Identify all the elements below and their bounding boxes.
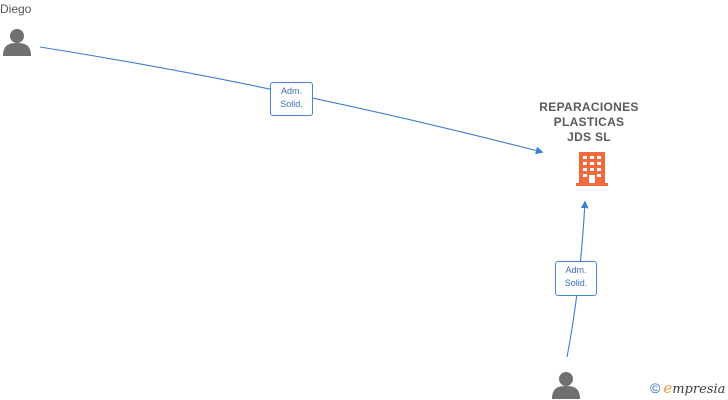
person-icon[interactable] xyxy=(552,372,580,399)
copyright-symbol: © xyxy=(650,380,661,396)
company-name-line: REPARACIONES xyxy=(539,100,639,114)
building-icon[interactable] xyxy=(576,152,608,186)
brand-logo-text: mpresia xyxy=(672,382,726,397)
edge-role-line: Adm. xyxy=(565,265,587,275)
company-name-label[interactable]: REPARACIONES PLASTICAS JDS SL xyxy=(530,100,648,145)
edge-role-line: Adm. xyxy=(280,86,302,96)
person-icon[interactable] xyxy=(3,29,31,56)
empresia-watermark: ©empresia xyxy=(650,379,725,397)
brand-logo-letter: e xyxy=(663,379,673,397)
edge-role-line: Solid. xyxy=(280,99,303,109)
edge-role-label: Adm. Solid. xyxy=(555,261,597,296)
company-name-line: JDS SL xyxy=(567,130,611,144)
edge-role-label: Adm. Solid. xyxy=(270,82,313,116)
company-name-line: PLASTICAS xyxy=(553,115,625,129)
edge-role-line: Solid. xyxy=(564,278,588,288)
person-name-label[interactable]: Diego xyxy=(0,2,32,16)
